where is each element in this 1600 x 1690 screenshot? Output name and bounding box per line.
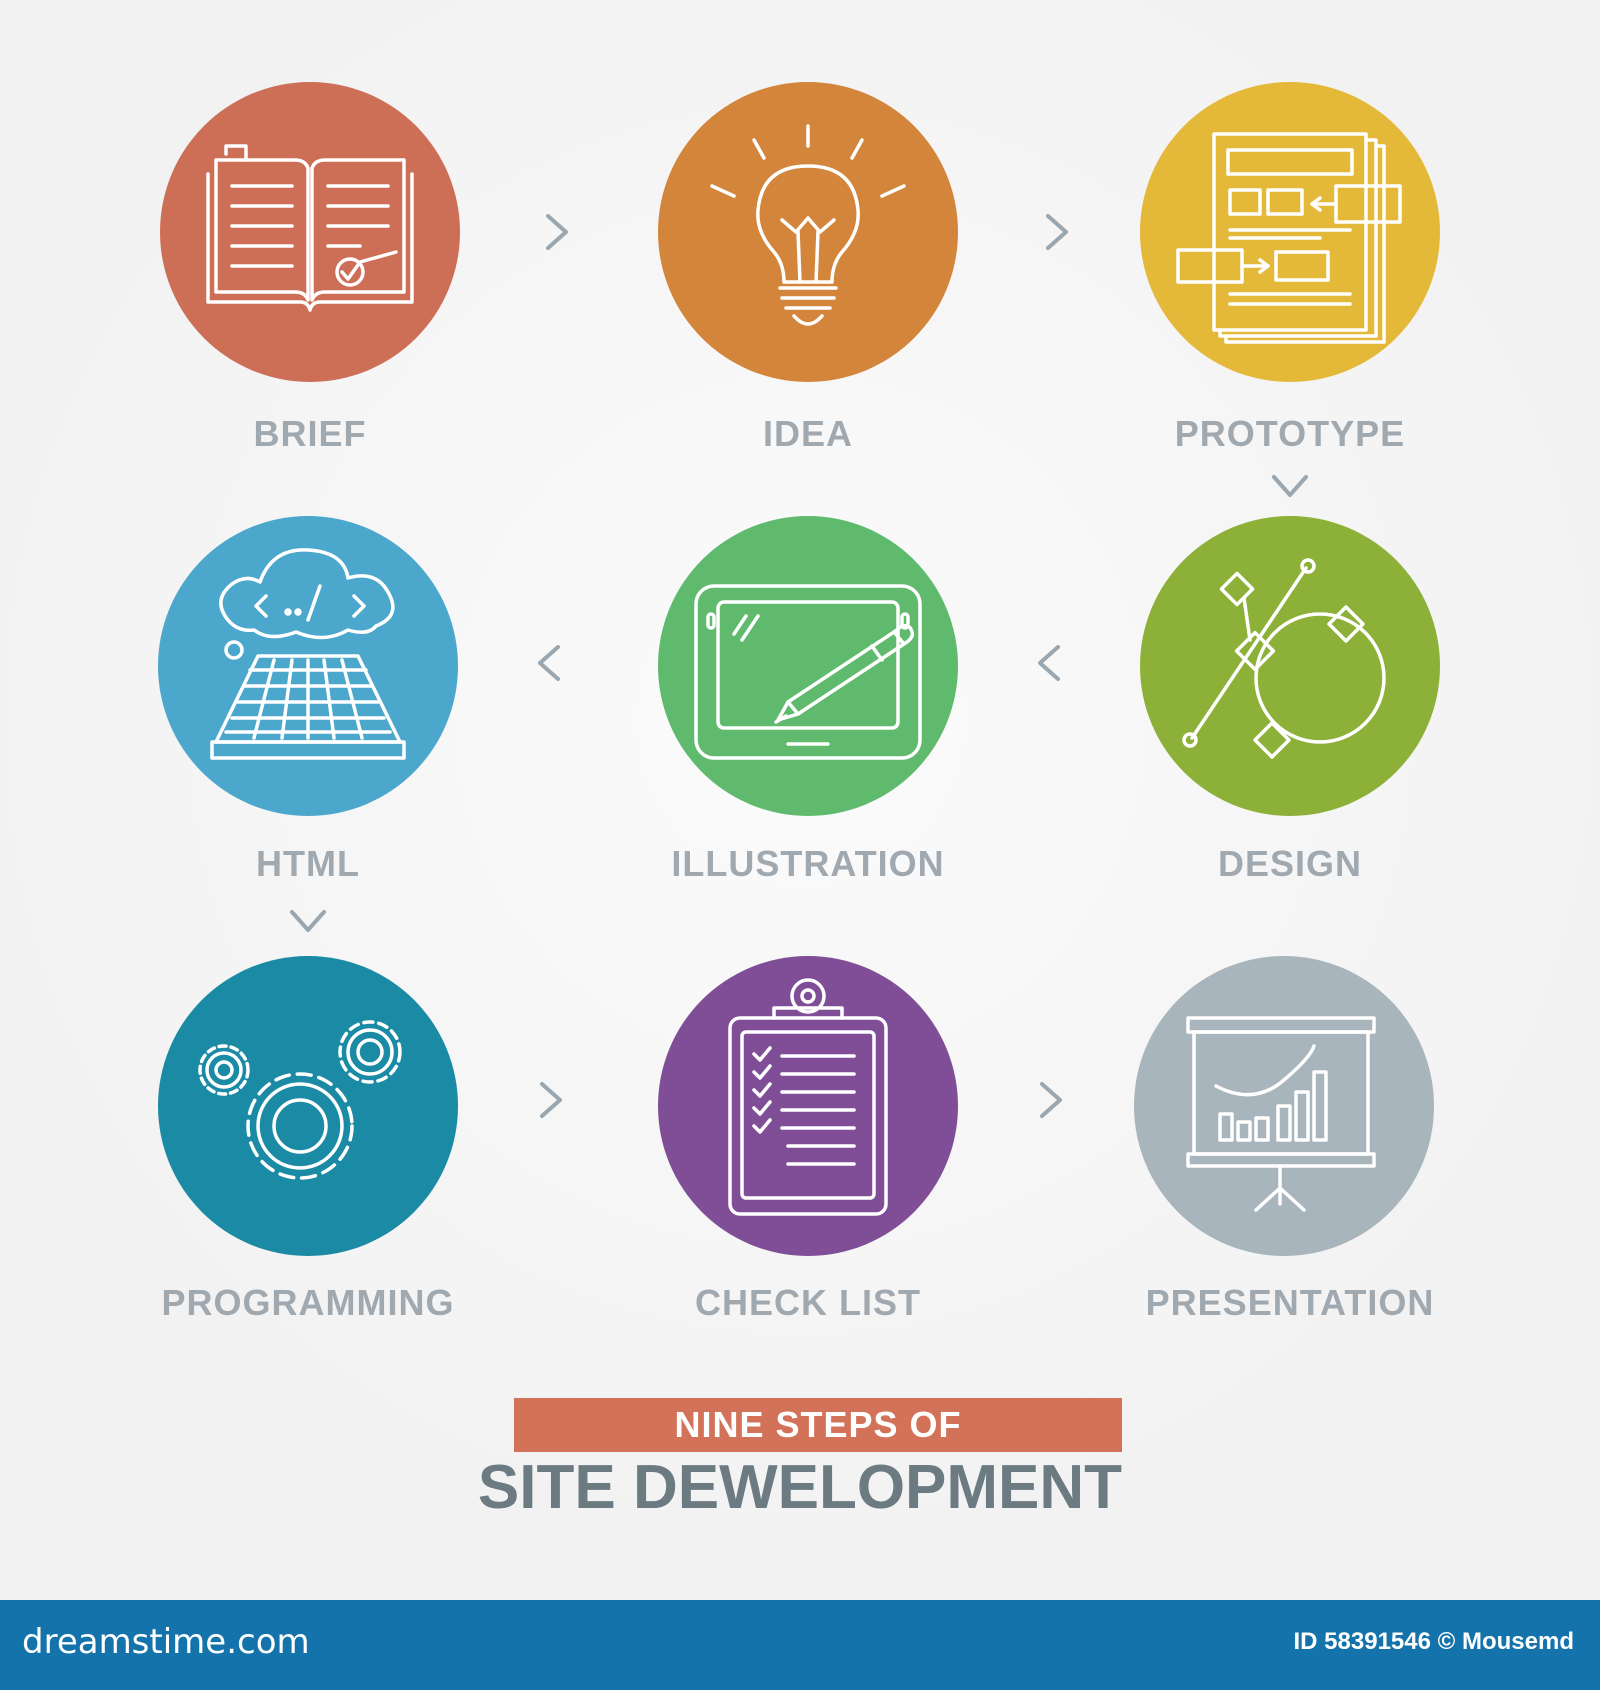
step-check-list-label: CHECK LIST (695, 1282, 921, 1323)
tablet-pen-icon (694, 584, 922, 760)
step-html-label: HTML (256, 843, 360, 884)
wireframe-icon (1176, 132, 1402, 344)
arrow-right-icon (530, 1080, 570, 1120)
step-presentation-circle (1134, 956, 1434, 1256)
step-html-circle (158, 516, 458, 816)
step-idea-circle (658, 82, 958, 382)
step-brief (160, 82, 460, 382)
step-idea (658, 82, 958, 382)
gears-icon (198, 1020, 402, 1180)
step-illustration-label: ILLUSTRATION (671, 843, 945, 884)
step-check-list (658, 956, 958, 1256)
clipboard-checklist-icon (728, 978, 888, 1216)
title-banner: NINE STEPS OF (514, 1398, 1122, 1452)
step-prototype (1140, 82, 1440, 382)
arrow-down-icon (1270, 465, 1310, 505)
step-html (158, 516, 458, 816)
step-check-list-circle (658, 956, 958, 1256)
arrow-left-icon (1030, 643, 1070, 683)
step-design-label: DESIGN (1217, 843, 1363, 884)
book-icon (206, 144, 414, 312)
step-prototype-circle (1140, 82, 1440, 382)
step-prototype-label: PROTOTYPE (1174, 413, 1406, 454)
step-design (1140, 516, 1440, 816)
cloud-keyboard-icon (210, 548, 406, 760)
arrow-left-icon (530, 643, 570, 683)
bezier-curve-icon (1182, 558, 1386, 759)
step-programming-label: PROGRAMMING (161, 1282, 455, 1323)
step-programming (158, 956, 458, 1256)
diagram-canvas: BRIEF IDEA (0, 0, 1600, 1600)
arrow-right-icon (536, 212, 576, 252)
title-subtitle: SITE DEWELOPMENT (477, 1453, 1123, 1522)
step-design-circle (1140, 516, 1440, 816)
presentation-board-icon (1186, 1016, 1376, 1212)
step-programming-circle (158, 956, 458, 1256)
step-presentation (1134, 956, 1434, 1256)
step-idea-label: IDEA (762, 413, 853, 454)
arrow-down-icon (288, 900, 328, 940)
footer-credit: ID 58391546 © Mousemd (1293, 1628, 1574, 1655)
arrow-right-icon (1030, 1080, 1070, 1120)
lightbulb-icon (710, 124, 906, 326)
footer-bar: dreamstime.com ID 58391546 © Mousemd (0, 1600, 1600, 1690)
step-brief-label: BRIEF (253, 413, 367, 454)
step-presentation-label: PRESENTATION (1145, 1282, 1435, 1323)
footer-site: dreamstime.com (22, 1622, 310, 1662)
step-illustration-circle (658, 516, 958, 816)
arrow-right-icon (1036, 212, 1076, 252)
step-illustration (658, 516, 958, 816)
step-brief-circle (160, 82, 460, 382)
